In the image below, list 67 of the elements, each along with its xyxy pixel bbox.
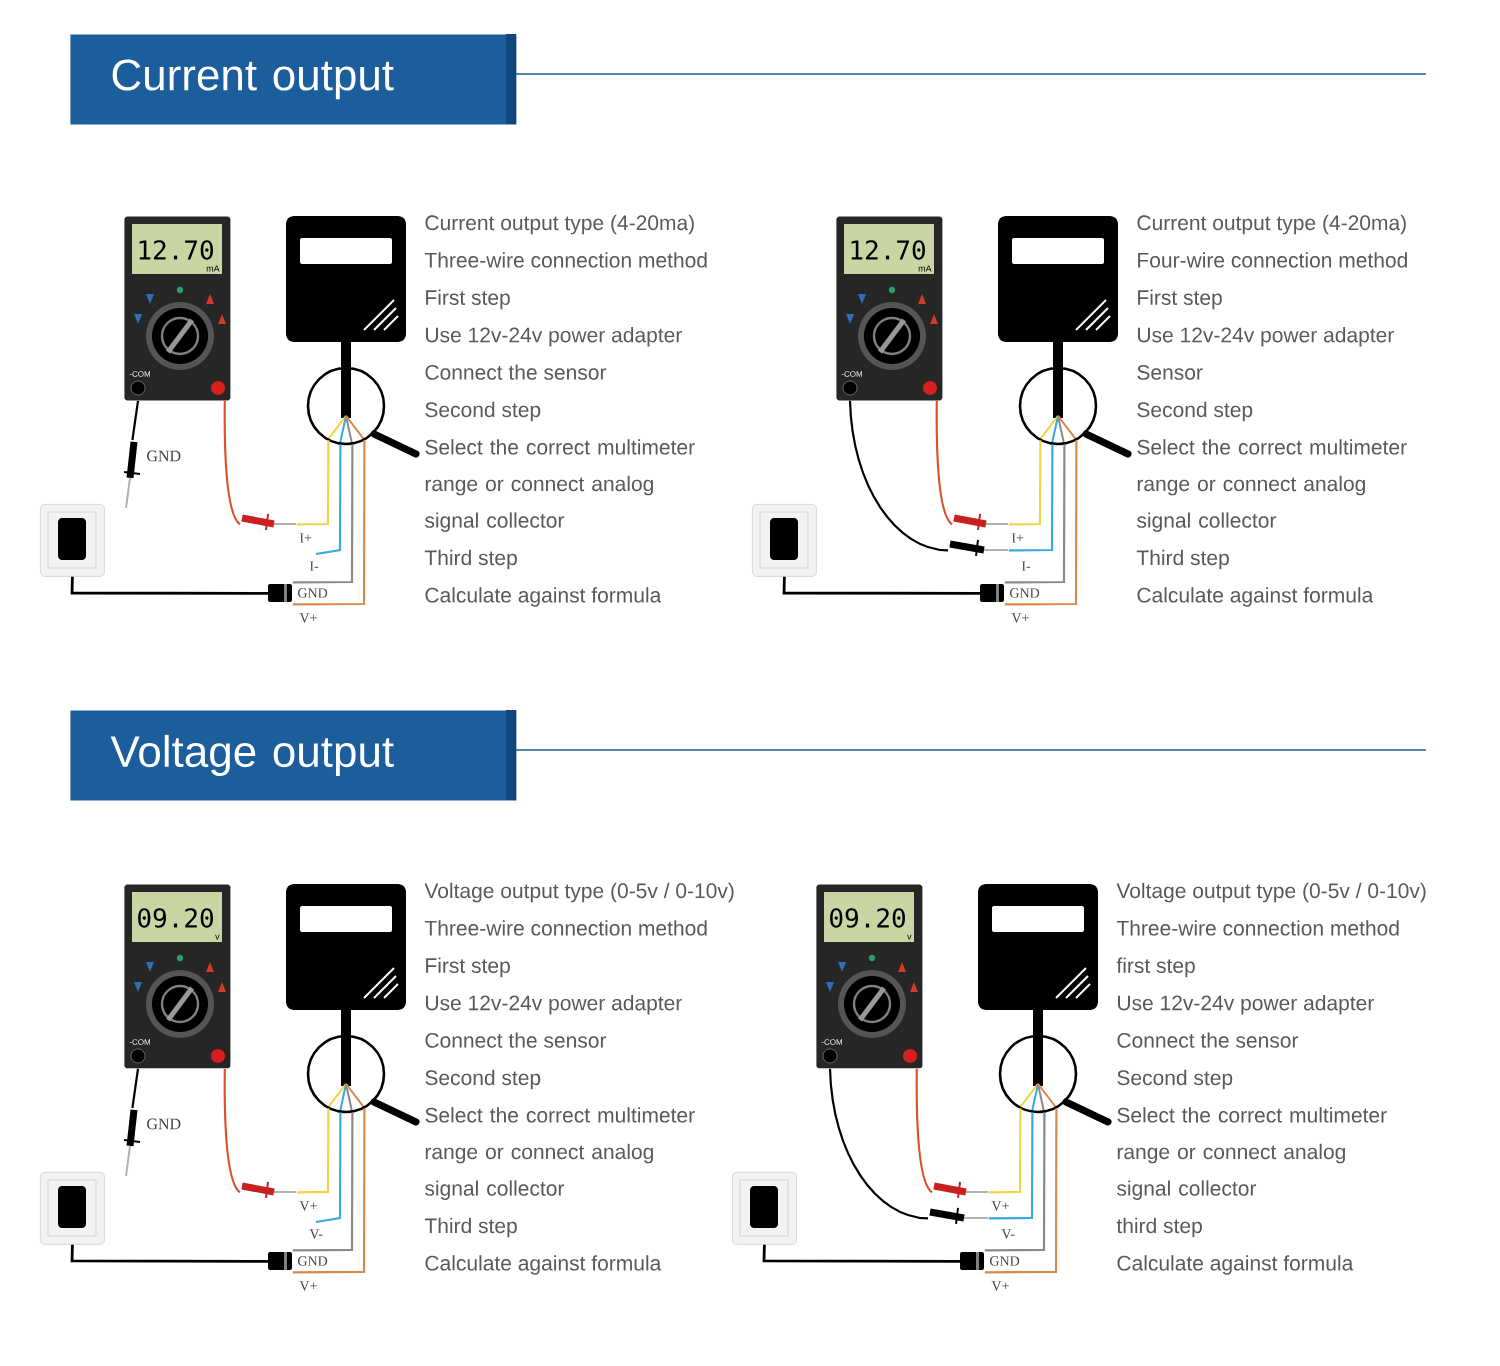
- wire: [1008, 440, 1042, 526]
- instruction-text: Select the correct multimeter range or connect analog signal collector: [1137, 439, 1407, 532]
- test-probe: [123, 1109, 141, 1177]
- test-lead: [828, 1068, 929, 1220]
- test-lead: [223, 400, 241, 526]
- sensor-drawing: [998, 216, 1132, 458]
- wire: [988, 1108, 1022, 1194]
- test-probe: [241, 1180, 297, 1199]
- test-probe: [929, 1206, 989, 1225]
- instruction-text: Third step: [424, 1217, 517, 1238]
- wire: [988, 1112, 1034, 1220]
- test-lead: [935, 400, 953, 526]
- wire: [984, 1108, 1058, 1274]
- wire: [315, 444, 342, 556]
- section-banner: Voltage output: [70, 710, 517, 801]
- wire: [1008, 444, 1054, 552]
- cable-plug: [268, 584, 292, 602]
- display-reading: 12.70: [851, 240, 925, 260]
- test-probe: [123, 441, 141, 509]
- test-probe: [241, 513, 297, 531]
- display-reading: 12.70: [139, 240, 213, 260]
- wire: [292, 444, 354, 584]
- test-lead: [915, 1068, 933, 1194]
- display-reading: 09.20: [830, 908, 905, 928]
- power-cable: [762, 1244, 960, 1263]
- wire: [1004, 440, 1078, 606]
- test-probe: [953, 513, 1009, 531]
- sensor-drawing: [978, 884, 1112, 1126]
- instruction-text: Select the correct multimeter range or connect analog signal collector: [425, 1107, 695, 1200]
- section-banner: Current output: [70, 34, 517, 125]
- instruction-text: Select the correct multimeter range or connect analog signal collector: [425, 439, 695, 532]
- wire: [1004, 444, 1066, 584]
- power-adapter: [732, 1171, 797, 1245]
- wire: [292, 1112, 354, 1252]
- instruction-text: Third step: [1136, 549, 1229, 570]
- wire: [292, 440, 366, 606]
- probe-label: GND: [147, 1118, 181, 1130]
- instruction-text: Calculate against formula: [1137, 587, 1374, 607]
- wire: [296, 1108, 330, 1194]
- sensor-drawing: [286, 884, 420, 1126]
- power-adapter: [752, 504, 817, 577]
- wire: [292, 1108, 366, 1274]
- wire: [984, 1112, 1046, 1252]
- test-probe: [933, 1180, 989, 1199]
- instruction-text: Calculate against formula: [425, 1255, 662, 1275]
- test-lead: [223, 1068, 241, 1194]
- power-cable: [782, 576, 980, 595]
- instruction-text: Calculate against formula: [1117, 1255, 1354, 1275]
- power-adapter: [40, 504, 105, 577]
- display-reading: 09.20: [138, 908, 213, 928]
- test-lead: [131, 400, 140, 441]
- test-lead: [848, 400, 949, 552]
- cable-plug: [960, 1251, 984, 1270]
- cable-plug: [268, 1251, 292, 1270]
- instruction-text: Calculate against formula: [425, 587, 662, 607]
- power-cable: [70, 576, 268, 595]
- instruction-text: Third step: [424, 549, 517, 570]
- wire: [315, 1112, 342, 1224]
- instruction-text: third step: [1116, 1217, 1202, 1238]
- power-adapter: [40, 1171, 105, 1245]
- cable-plug: [980, 584, 1004, 602]
- power-cable: [70, 1244, 268, 1263]
- probe-label: GND: [147, 450, 181, 462]
- test-probe: [949, 539, 1009, 557]
- wire: [296, 440, 330, 526]
- test-lead: [131, 1068, 140, 1109]
- sensor-drawing: [286, 216, 420, 458]
